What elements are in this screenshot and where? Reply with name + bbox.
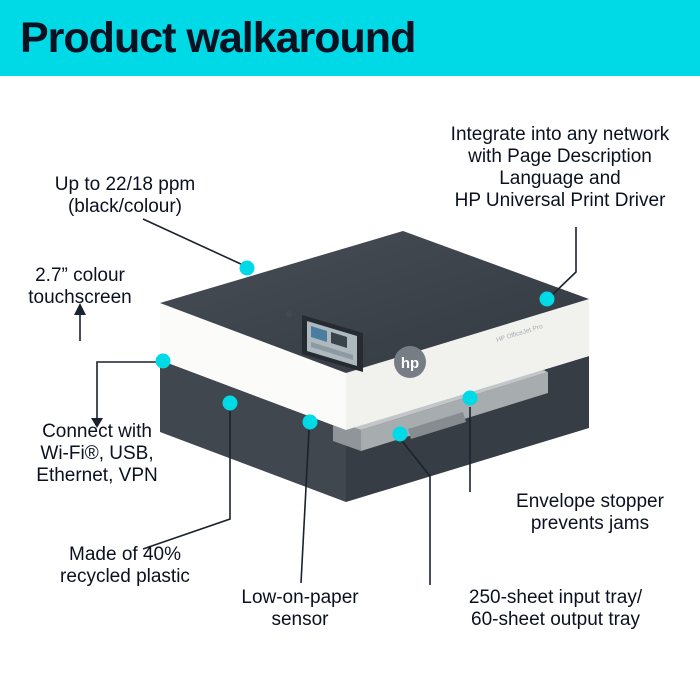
control-panel: [285, 310, 363, 372]
printer-body-right-face: [346, 299, 589, 430]
touchscreen-tile-dark: [331, 332, 347, 348]
hp-logo-circle: [394, 346, 426, 378]
feature-markers: [155, 260, 555, 442]
page-title: Product walkaround: [20, 13, 416, 62]
printer-body-left-face: [160, 303, 346, 430]
input-tray-handle: [408, 412, 466, 439]
hp-logo: hp: [394, 346, 426, 378]
callout-connectivity: Connect with Wi-Fi®, USB, Ethernet, VPN: [36, 421, 158, 486]
touchscreen-statusbar: [311, 342, 353, 360]
connector-tray: [401, 440, 431, 585]
arrow-up-touchscreen-icon: [74, 303, 86, 315]
feature-dot-connectivity: [155, 353, 171, 369]
feature-dot-envelope: [462, 390, 478, 406]
feature-dot-network: [539, 291, 555, 307]
connector-recycled: [142, 411, 231, 550]
callout-low-paper-sensor: Low-on-paper sensor: [241, 587, 359, 630]
callout-envelope-stopper: Envelope stopper prevents jams: [516, 491, 664, 534]
printer-base-left-face: [160, 360, 346, 502]
connector-ppm: [142, 218, 244, 266]
callout-network: Integrate into any network with Page Des…: [450, 124, 670, 211]
connector-network: [550, 227, 577, 297]
callout-recycled-plastic: Made of 40% recycled plastic: [60, 544, 190, 587]
input-tray-side: [333, 420, 361, 451]
title-banner: Product walkaround: [0, 0, 700, 76]
arrow-down-connectivity-icon: [91, 418, 103, 428]
callout-connectors: [74, 218, 577, 585]
connector-low-paper: [300, 429, 310, 584]
callout-paper-tray: 250-sheet input tray/ 60-sheet output tr…: [468, 587, 643, 630]
feature-dot-recycled: [222, 395, 238, 411]
hp-logo-text: hp: [401, 355, 419, 372]
touchscreen-tile-blue: [311, 326, 327, 342]
printer-lid-top: [160, 231, 589, 373]
callout-ppm: Up to 22/18 ppm (black/colour): [54, 174, 196, 217]
printer-illustration: hp HP OfficeJet Pro: [160, 231, 589, 502]
feature-dot-ppm: [239, 260, 255, 276]
feature-dot-tray: [392, 426, 408, 442]
feature-dot-low-paper: [302, 414, 318, 430]
input-tray-front: [361, 372, 548, 451]
connector-connectivity: [96, 361, 158, 418]
power-button: [285, 310, 293, 318]
callout-touchscreen: 2.7” colour touchscreen: [28, 265, 132, 308]
